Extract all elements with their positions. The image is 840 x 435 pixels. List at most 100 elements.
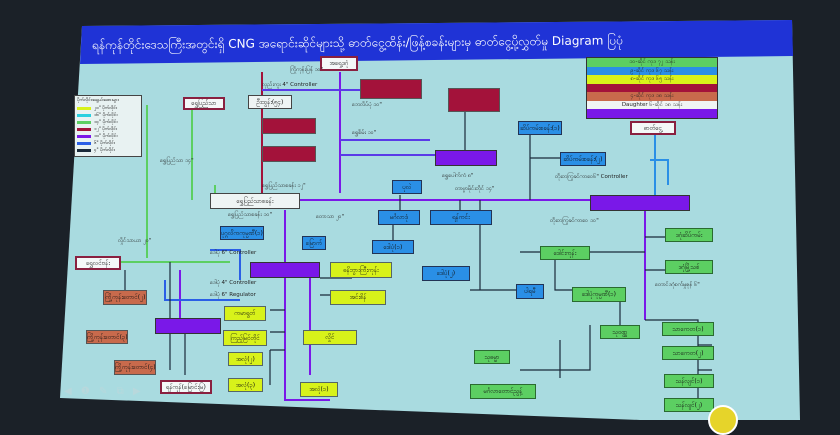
annotation: ဒေါပုံ 4" Controller <box>210 280 257 286</box>
station-shwepyithar: ရွှေပြည်သာ <box>183 97 225 110</box>
legend-label: ၁၀" ပိုက်လိုင်း <box>94 133 118 139</box>
station-g4: သုဝဏ္ဏ <box>600 325 640 339</box>
pipe-size-legend: ပိုက်လိုင်းအရွယ်အစားများ ၂၀" ပိုက်လိုင်း… <box>74 95 142 157</box>
annotation: ရွှေပြည်သာစခန်း ၁၂" <box>262 183 306 189</box>
station-b3: ပုလဲ <box>392 180 422 194</box>
station-purple <box>590 195 690 211</box>
annotation: ဒေါပုံ 6" Controller <box>210 250 257 256</box>
legend-item: ၆" ပိုက်လိုင်း <box>77 140 139 147</box>
station-east-dagon: အရှေ့ဒဂုံ <box>320 56 358 71</box>
station-br1: ကြို့ကုန်းတောင်(၂) <box>103 290 147 305</box>
station-purple <box>250 262 320 278</box>
pointer-badge <box>708 405 738 435</box>
station-g1: ဒဂုံဆိပ်ကမ်း <box>665 228 713 242</box>
station-b10: ဒေါပုံ(၂) <box>422 266 470 281</box>
legend-swatch <box>77 149 91 152</box>
legend-swatch <box>77 107 91 110</box>
station-b7: ဆိပ်ကမ်းစခန်း(၁) <box>518 121 562 135</box>
station-red <box>262 118 316 134</box>
legend-item: ၂၀" ပိုက်လိုင်း <box>77 105 139 112</box>
annotation: ဒေါပုံ 6" Regulator <box>210 292 256 298</box>
legend-swatch <box>77 128 91 131</box>
station-y7: အလုံ(၃) <box>228 378 263 392</box>
station-w2: ရန်ကုန်(မြောင်းမြ) <box>160 380 212 394</box>
legend-swatch <box>77 142 91 145</box>
station-g2: ဒဂုံမြို့သစ် <box>665 260 713 274</box>
station-b11: ပါရမီ <box>516 284 544 299</box>
station-color-key: ၁၀-ဆိုင် ကုဒ ၇၂ သန်း ၉-ဆိုင် ကုဒ ၆၇ သန်း… <box>586 57 718 119</box>
legend-label: ၁၆" ပိုက်လိုင်း <box>94 112 118 118</box>
legend-swatch <box>77 114 91 117</box>
station-g11: သုဓမ္မာ <box>474 350 510 364</box>
legend-label: ၄" ပိုက်လိုင်း <box>94 147 115 153</box>
station-g3: ဒေါင်းကုန်း <box>540 246 590 260</box>
key-row: ၄-ဆိုင် ကုဒ ၁၈ သန်း <box>587 92 717 101</box>
legend-item: ၄" ပိုက်လိုင်း <box>77 147 139 154</box>
station-g7: သာကေတ(၁) <box>662 322 714 336</box>
station-purple <box>155 318 221 334</box>
station-b2: မြောက် <box>302 236 326 250</box>
station-y3: လှိုင် <box>303 330 357 345</box>
station-b5: ရန်ကင်း <box>430 210 492 225</box>
annotation: တိုးတကြွခင်ကာဝေ ၁၀" <box>550 218 599 224</box>
station-y6: အလုံ(၂) <box>228 352 263 366</box>
legend-label: ၂၀" ပိုက်လိုင်း <box>94 105 118 111</box>
title-bar <box>80 20 793 64</box>
legend-label: ၁၄" ပိုက်လိုင်း <box>94 119 118 125</box>
station-daw-nan: ဓာတ်ငွေ့ <box>630 121 676 135</box>
station-g5: ဒေါပုံကုမ္ပဏီ(၁) <box>572 287 626 302</box>
legend-item: ၁၀" ပိုက်လိုင်း <box>77 133 139 140</box>
station-g10: သန်လျင်(၂) <box>664 398 714 412</box>
annotation: ရွှေပေါက်ကံ ၈" <box>442 173 474 179</box>
station-b1: ပုဂ္ဂလိကကုမ္ပဏီ(၁) <box>220 226 264 240</box>
pipe-green-3 <box>147 110 230 263</box>
station-y1: ဓနိဘွားကြီးကုန်း <box>330 262 392 278</box>
pipe-blue <box>164 249 241 301</box>
station-red <box>262 146 316 162</box>
station-y2: အင်းစိန် <box>330 290 386 305</box>
key-row: ၁၀-ဆိုင် ကုဒ ၇၂ သန်း <box>587 58 717 67</box>
legend-label: ၁၂" ပိုက်လိုင်း <box>94 126 118 132</box>
station-b8: ဆိပ်ကမ်းစခန်း(၂) <box>560 152 606 166</box>
annotation: ရွှေပြည်သာစခန်း ၁၀" <box>228 212 273 218</box>
annotation: ကြိုကုန်းပြန် ၁၀" <box>290 67 324 73</box>
legend-title: ပိုက်လိုင်းအရွယ်အစားများ <box>77 98 119 103</box>
station-purple <box>435 150 497 166</box>
legend-swatch <box>77 135 91 138</box>
annotation: လှိုင်သာယာ ၂၀" <box>118 238 152 244</box>
station-b4: မင်္ဂလာဒုံ <box>378 210 420 225</box>
pipe-purple-2 <box>262 89 435 156</box>
station-g9: သန်လျင်(၁) <box>664 374 714 388</box>
slideshow-controls[interactable]: ◀ ❶ ✎ ⧉ ▶ <box>64 386 144 397</box>
station-y8: အလုံ(၁) <box>300 382 338 397</box>
station-g12: မင်္ဂလာတောင်ညွန့် <box>470 384 536 399</box>
station-red <box>360 79 422 99</box>
key-row: ၉-ဆိုင် ကုဒ ၆၇ သန်း <box>587 66 717 75</box>
annotation: တာဗွာမိုင်းတိုင် ၁၄" <box>455 186 495 192</box>
annotation: ရွှေပြည်သာ ၁၄" <box>160 158 194 164</box>
key-row <box>587 109 717 118</box>
annotation: ရွှေစိမ်း ၁၀" <box>352 130 377 136</box>
annotation: တိုးတကြွခင်ကာဝေ၆" Controller <box>555 174 628 180</box>
key-row <box>587 83 717 92</box>
station-y5: ကြည့်မြင်တိုင် <box>223 330 267 346</box>
station-w1: ရွှေလင်ဗန်း <box>75 256 121 270</box>
station-main: ရွှေပြည်သာစခန်း <box>210 193 300 209</box>
annotation: တောသာ ၂၀" <box>316 214 345 220</box>
key-row: ၈-ဆိုင် ကုဒ ၆၅ သန်း <box>587 75 717 84</box>
station-br2: ကြို့ကုန်းတောင်(၃) <box>86 330 128 344</box>
station-y4: ကမာရွတ် <box>224 306 266 321</box>
station-g8: သာကေတ(၂) <box>662 346 714 360</box>
legend-label: ၆" ပိုက်လိုင်း <box>94 140 115 146</box>
legend-swatch <box>77 121 91 124</box>
annotation: တောင်ဒဂုံစက်မှုဇုန် ၆" <box>655 282 700 288</box>
legend-item: ၁၂" ပိုက်လိုင်း <box>77 126 139 133</box>
pipe-blue-2 <box>650 133 669 195</box>
annotation: လှည်းကူး 4" Controller <box>262 82 318 88</box>
station-br3: ကြို့ကုန်းတောင်(၄) <box>114 360 156 375</box>
legend-item: ၁၄" ပိုက်လိုင်း <box>77 119 139 126</box>
annotation: ဘေလိပ်ပုံ ၁၀" <box>352 102 382 108</box>
station-b9: ဒေါပုံ(၁) <box>372 240 414 254</box>
station-u-htun: ဦးထွန်း(၅၄) <box>248 95 292 109</box>
legend-item: ၁၆" ပိုက်လိုင်း <box>77 112 139 119</box>
